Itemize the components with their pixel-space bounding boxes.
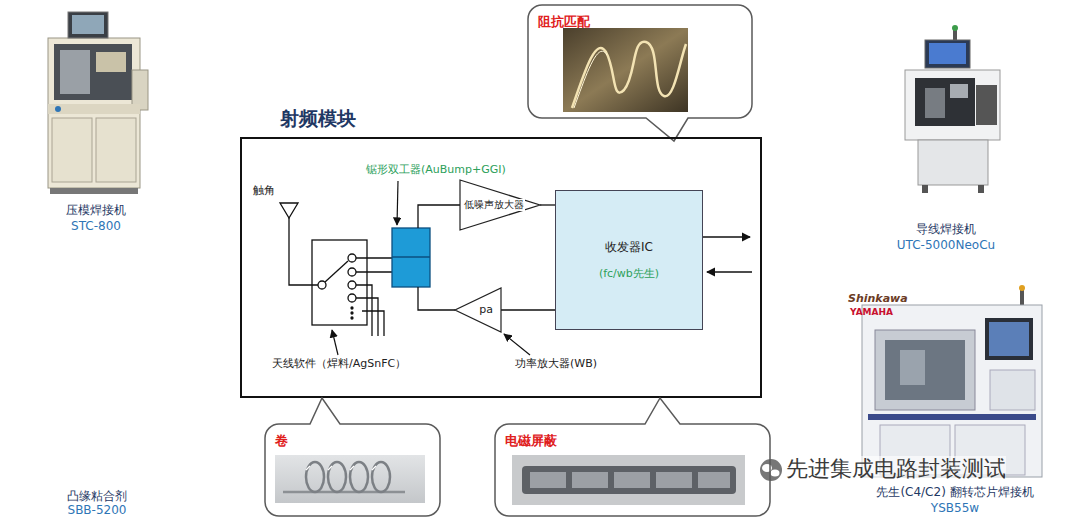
brand-logo: YAMAHA bbox=[850, 307, 893, 318]
model-number: STC-800 bbox=[71, 219, 121, 233]
bonding-wire-photo bbox=[563, 28, 688, 112]
coil-photo bbox=[275, 455, 425, 503]
brand-logo: Shinkawa bbox=[848, 292, 908, 305]
component-name: 低噪声放大器 bbox=[463, 199, 525, 211]
callout-outline-path bbox=[528, 5, 752, 141]
duplexer-symbol bbox=[392, 228, 430, 287]
triangle-outline bbox=[455, 288, 501, 332]
transceiver-box: 收发器IC (fc/wb先生) bbox=[555, 190, 703, 330]
model-number: UTC-5000NeoCu bbox=[897, 238, 995, 252]
component-name: 收发器IC bbox=[605, 240, 653, 254]
callout-title: 阻抗匹配 bbox=[538, 14, 590, 30]
callout-outline-path bbox=[265, 398, 440, 516]
part-label: 锯形双工器(AuBump+GGI) bbox=[366, 163, 506, 176]
component-name: (fc/wb先生) bbox=[599, 267, 659, 280]
machine-name: 凸缘粘合剂 bbox=[67, 489, 127, 503]
leader-arrow bbox=[332, 181, 530, 355]
watermark: 先进集成电路封装测试 bbox=[786, 456, 1006, 482]
shield-photo bbox=[512, 455, 745, 505]
machine-illustration bbox=[48, 12, 148, 194]
part-label: 功率放大器(WB) bbox=[515, 357, 597, 370]
callout-outline bbox=[265, 424, 440, 516]
triangle-shape bbox=[460, 180, 540, 230]
switch-symbol bbox=[312, 240, 392, 336]
machine-illustration bbox=[905, 25, 1000, 193]
amplifier-triangle: 低噪声放大器 bbox=[460, 180, 540, 230]
component-name: pa bbox=[479, 303, 493, 316]
callout-title: 卷 bbox=[275, 433, 288, 449]
callout-outline-path bbox=[495, 398, 770, 516]
signal-line bbox=[501, 309, 555, 310]
module-title: 射频模块 bbox=[280, 107, 356, 130]
amplifier-triangle: pa bbox=[455, 288, 501, 332]
machine-name: 先生(C4/C2) 翻转芯片焊接机 bbox=[876, 485, 1033, 499]
machine-name: 压模焊接机 bbox=[66, 203, 126, 217]
machine-name: 导线焊接机 bbox=[916, 222, 976, 236]
signal-line bbox=[540, 204, 555, 205]
callout-bubble: 卷 bbox=[265, 424, 440, 516]
part-label: 触角 bbox=[253, 184, 275, 197]
callout-title: 电磁屏蔽 bbox=[505, 433, 557, 449]
callout-bubble: 阻抗匹配 bbox=[528, 5, 752, 118]
model-number: YSB55w bbox=[931, 501, 979, 515]
callout-bubble: 电磁屏蔽 bbox=[495, 424, 770, 516]
part-label: 天线软件（焊料/AgSnFC） bbox=[272, 357, 406, 370]
triangle-shape bbox=[455, 288, 501, 332]
model-number: SBB-5200 bbox=[68, 503, 127, 517]
watermark-icon bbox=[760, 459, 782, 481]
